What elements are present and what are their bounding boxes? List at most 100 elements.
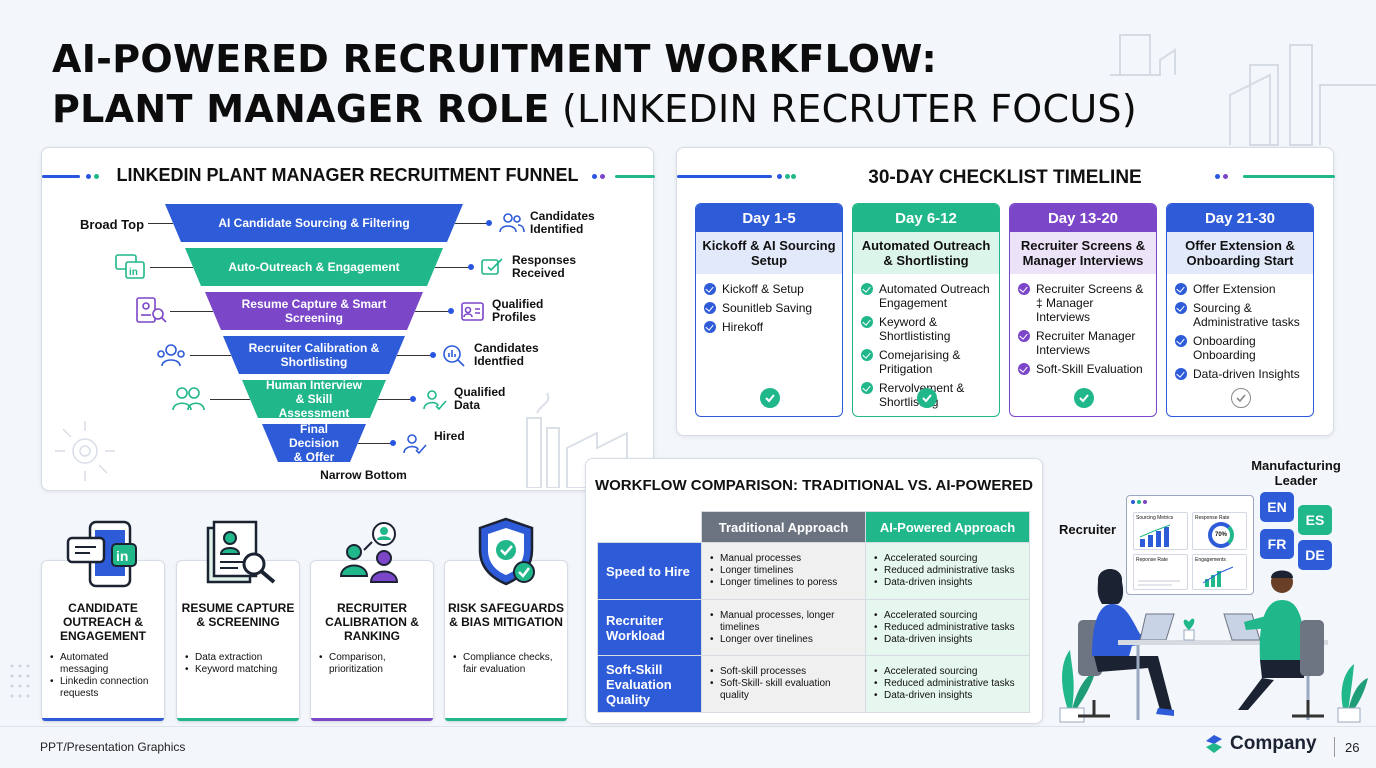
check-bullet-icon — [1018, 283, 1030, 295]
timeline-item: Sounitleb Saving — [704, 301, 836, 315]
timeline-item-text: Kickoff & Setup — [722, 282, 804, 296]
timeline-subtitle: Automated Outreach & Shortlisting — [853, 232, 999, 274]
timeline-item-text: Recruiter Manager Interviews — [1036, 329, 1136, 357]
timeline-items: Recruiter Screens & ‡ Manager Interviews… — [1010, 274, 1156, 376]
pillar-accent-bar — [42, 718, 164, 721]
dot-decor — [86, 174, 91, 179]
check-bullet-icon — [861, 349, 873, 361]
funnel-connector — [435, 267, 472, 268]
connector-dot — [430, 352, 436, 358]
analytics-icon — [443, 345, 465, 367]
timeline-item: Keyword & Shortlististing — [861, 315, 993, 343]
ai-point: Data-driven insights — [874, 634, 1023, 646]
funnel-connector — [190, 355, 231, 356]
company-brand: Company — [1204, 733, 1317, 755]
candidates-icon — [499, 213, 525, 233]
page-title-line2: PLANT MANAGER ROLE (LINKEDIN RECRUTER FO… — [52, 84, 1137, 134]
timeline-item-text: Offer Extension — [1193, 282, 1276, 296]
comparison-row: Recruiter WorkloadManual processes, long… — [597, 599, 1030, 656]
manufacturing-leader-label: Manufacturing Leader — [1251, 458, 1341, 488]
divider-left — [42, 175, 80, 178]
ai-point: Data-driven insights — [874, 690, 1023, 702]
comparison-row: Soft-Skill Evaluation QualitySoft-skill … — [597, 655, 1030, 713]
timeline-item: Hirekoff — [704, 320, 836, 334]
trend-chart-icon — [1202, 566, 1234, 587]
company-name: Company — [1230, 733, 1317, 754]
pillar-bullets: Compliance checks, fair evaluation — [453, 652, 561, 676]
timeline-item: Comejarising & Pritigation — [861, 348, 993, 376]
corner-cell — [598, 512, 702, 543]
completed-check-icon — [1074, 388, 1094, 408]
pillar-bullet: Automated messaging — [50, 652, 158, 676]
timeline-item: Recruiter Manager Interviews — [1018, 329, 1150, 357]
traditional-point: Manual processes — [710, 553, 859, 565]
check-bullet-icon — [1175, 302, 1187, 314]
funnel-connector — [358, 443, 394, 444]
pillar-accent-bar — [445, 718, 567, 721]
check-bullet-icon — [704, 302, 716, 314]
pillar-bullets: Comparison, prioritization — [319, 652, 427, 676]
recruiter-label: Recruiter — [1059, 522, 1117, 537]
timeline-item: Soft-Skill Evaluation — [1018, 362, 1150, 376]
dot-decor — [592, 174, 597, 179]
comparison-rows: Speed to HireManual processesLonger time… — [597, 542, 1030, 713]
check-bullet-icon — [861, 316, 873, 328]
footer-text: PPT/Presentation Graphics — [40, 740, 186, 754]
check-bullet-icon — [1018, 363, 1030, 375]
language-badge-es: ES — [1298, 505, 1332, 535]
funnel-connector — [170, 311, 213, 312]
comparison-row-label: Soft-Skill Evaluation Quality — [597, 655, 702, 713]
ai-point: Accelerated sourcing — [874, 610, 1023, 622]
funnel-card: LINKEDIN PLANT MANAGER RECRUITMENT FUNNE… — [41, 147, 655, 491]
factory-outline-icon — [526, 392, 628, 488]
language-badge-fr: FR — [1260, 529, 1294, 559]
funnel-output-label: Candidates Identified — [530, 209, 595, 236]
traditional-cell: Manual processesLonger timelinesLonger t… — [701, 542, 866, 600]
pillar-accent-bar — [177, 718, 299, 721]
comparison-row: Speed to HireManual processesLonger time… — [597, 542, 1030, 600]
completed-check-icon — [917, 388, 937, 408]
connector-dot — [448, 308, 454, 314]
funnel-connector — [148, 223, 173, 224]
funnel-output-label: Hired — [434, 429, 465, 443]
timeline-item-text: Comejarising & Pritigation — [879, 348, 961, 376]
pillar-title: RISK SAFEGUARDS & BIAS MITIGATION — [447, 601, 564, 629]
funnel-output-label: Qualified Data — [454, 385, 506, 412]
ai-point: Data-driven insights — [874, 577, 1023, 589]
people-icon — [172, 387, 205, 411]
col-ai: AI-Powered Approach — [865, 511, 1030, 543]
funnel-top-label: Broad Top — [80, 217, 145, 232]
ai-point: Reduced administrative tasks — [874, 622, 1023, 634]
meeting-illustration — [1059, 568, 1368, 723]
svg-text:in: in — [116, 548, 128, 564]
completed-check-icon — [760, 388, 780, 408]
comparison-table: Traditional Approach AI-Powered Approach… — [597, 511, 1030, 713]
dashboard-tile: Response Rate 70% — [1192, 512, 1247, 550]
linkedin-chat-icon: in — [66, 520, 137, 588]
gear-network-icon — [55, 421, 115, 481]
funnel-connector — [378, 399, 414, 400]
check-bullet-icon — [1175, 335, 1187, 347]
connector-dot — [468, 264, 474, 270]
funnel-title: LINKEDIN PLANT MANAGER RECRUITMENT FUNNE… — [116, 165, 579, 185]
ai-cell: Accelerated sourcingReduced administrati… — [865, 542, 1030, 600]
page-title: AI-POWERED RECRUITMENT WORKFLOW: PLANT M… — [52, 34, 1137, 134]
funnel-bottom-label: Narrow Bottom — [320, 468, 407, 482]
timeline-item-text: Sounitleb Saving — [722, 301, 813, 315]
funnel-connector — [455, 223, 490, 224]
funnel-stage: Recruiter Calibration & Shortlisting — [223, 336, 405, 374]
language-badge-en: EN — [1260, 492, 1294, 522]
svg-text:in: in — [129, 267, 138, 278]
pillar-bullet: Compliance checks, fair evaluation — [453, 652, 561, 676]
pillar-card: RESUME CAPTURE & SCREENINGData extractio… — [176, 560, 300, 722]
pillar-card: CANDIDATE OUTREACH & ENGAGEMENTAutomated… — [41, 560, 165, 722]
funnel-output-label: Candidates Identfied — [474, 341, 539, 368]
comparison-row-label: Recruiter Workload — [597, 599, 702, 656]
timeline-item: Kickoff & Setup — [704, 282, 836, 296]
